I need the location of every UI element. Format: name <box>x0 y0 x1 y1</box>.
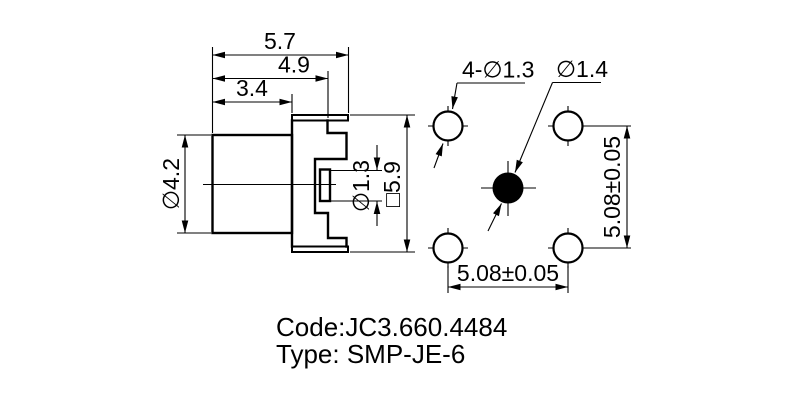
dim-total-width-text: 5.7 <box>264 28 296 54</box>
title-block: Code:JC3.660.4484 Type: SMP-JE-6 <box>276 312 507 369</box>
center-pad <box>492 172 524 204</box>
flange-bottom-plate <box>291 245 349 253</box>
pitch-horizontal-text: 5.08±0.05 <box>457 260 559 286</box>
dimension-flange-square: □5.9 <box>350 114 415 253</box>
holes-leader: 4-∅1.3 <box>433 57 534 169</box>
flange-top-plate <box>291 114 349 122</box>
dimension-pitch-horizontal: 5.08±0.05 <box>447 260 569 293</box>
hole-top-right <box>552 110 584 142</box>
dimension-body-diameter: ∅4.2 <box>158 134 211 234</box>
flange-profile <box>313 119 348 248</box>
holes-label-text: 4-∅1.3 <box>462 57 534 83</box>
dimension-socket-bore: ∅1.3 <box>331 145 382 226</box>
hole-bottom-left <box>432 232 464 264</box>
dim-socket-bore-text: ∅1.3 <box>348 160 374 212</box>
dim-body-width-text: 3.4 <box>236 75 268 101</box>
hole-bottom-right <box>552 232 584 264</box>
pad-leader: ∅1.4 <box>487 56 608 232</box>
dimension-pitch-vertical: 5.08±0.05 <box>584 125 631 249</box>
footprint-view: 4-∅1.3 ∅1.4 5.08±0.05 5.08±0.05 <box>428 56 631 293</box>
part-type-text: Type: SMP-JE-6 <box>276 339 465 369</box>
part-code-text: Code:JC3.660.4484 <box>276 312 507 342</box>
side-view: ∅4.2 5.7 4.9 3.4 ∅1.3 □5 <box>158 28 415 253</box>
dim-body-diameter-text: ∅4.2 <box>158 158 184 210</box>
pitch-vertical-text: 5.08±0.05 <box>599 136 625 238</box>
dim-flange-width-text: 4.9 <box>278 52 310 78</box>
dim-flange-square-text: □5.9 <box>379 161 405 207</box>
socket-contact <box>318 168 332 203</box>
pad-label-text: ∅1.4 <box>556 56 608 82</box>
dimension-widths: 5.7 4.9 3.4 <box>211 28 350 133</box>
hole-top-left <box>432 110 464 142</box>
